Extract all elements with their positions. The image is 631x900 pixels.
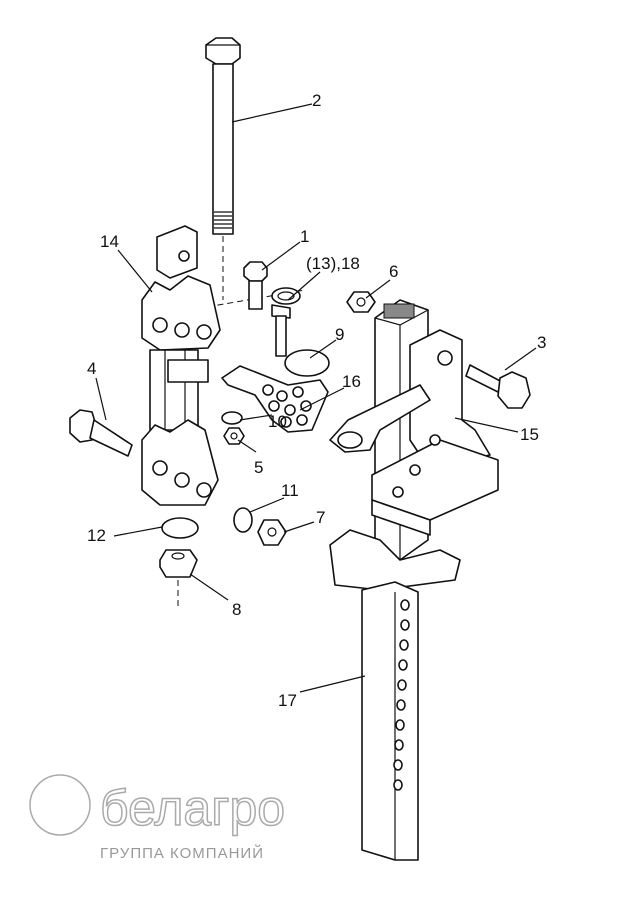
callout-15: 15 <box>520 425 539 444</box>
callout-13-18: (13),18 <box>306 254 360 273</box>
part-4-bolt <box>69 409 133 457</box>
callout-17: 17 <box>278 691 297 710</box>
watermark-circle <box>29 774 91 836</box>
part-10-washer <box>221 411 243 425</box>
part-15-bracket <box>329 329 499 536</box>
part-1-bolt <box>243 261 268 310</box>
part-12-washer <box>161 517 199 539</box>
watermark-brand: белагро <box>100 780 285 836</box>
callout-11: 11 <box>281 481 299 500</box>
callout-9: 9 <box>335 325 344 344</box>
watermark-subtitle: ГРУППА КОМПАНИЙ <box>100 844 264 862</box>
part-2-long-bolt <box>205 37 241 235</box>
leader-lines <box>95 103 537 693</box>
part-8-nut <box>159 549 198 578</box>
callout-2: 2 <box>312 91 321 110</box>
watermark-logo: белагро ГРУППА КОМПАНИЙ <box>29 774 286 862</box>
callout-6: 6 <box>389 262 398 281</box>
callout-5: 5 <box>254 458 263 477</box>
callout-12: 12 <box>87 526 106 545</box>
callout-8: 8 <box>232 600 241 619</box>
part-9-snap-ring <box>284 349 330 377</box>
part-16-adjusting-plate <box>221 365 329 433</box>
part-14-swivel-bracket <box>141 225 221 506</box>
callout-3: 3 <box>537 333 546 352</box>
part-13-18-pin <box>271 287 301 357</box>
part-11-washer <box>233 507 253 533</box>
part-3-bolt <box>465 364 531 409</box>
callout-16: 16 <box>342 372 361 391</box>
callout-4: 4 <box>87 359 96 378</box>
callout-1: 1 <box>300 227 309 246</box>
callout-14: 14 <box>100 232 119 251</box>
callout-10: 10 <box>268 412 287 431</box>
part-7-nut <box>257 519 287 546</box>
callout-7: 7 <box>316 508 325 527</box>
